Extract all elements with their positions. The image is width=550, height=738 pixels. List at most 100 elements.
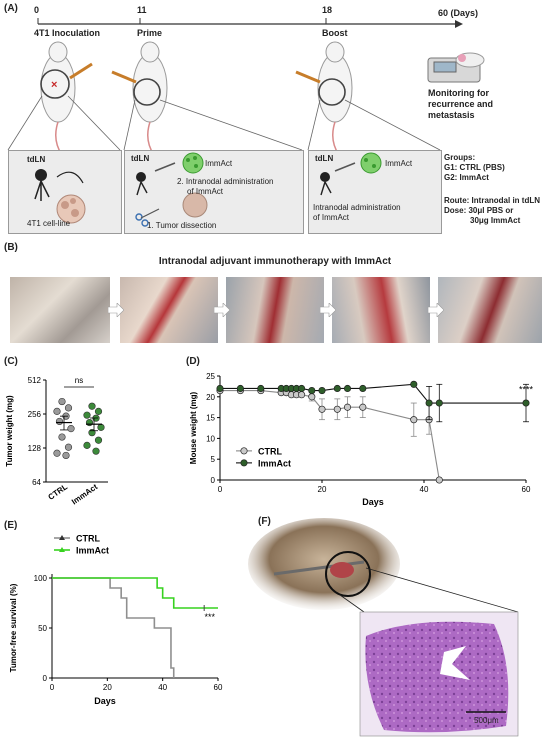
step-arrow-1 <box>108 303 124 317</box>
panel-label-f: (F) <box>258 516 271 527</box>
data-point <box>94 407 103 415</box>
series-line <box>220 390 440 481</box>
surgery-photo-5 <box>438 277 542 343</box>
data-point <box>522 399 530 407</box>
y-tick-label: 25 <box>206 372 215 381</box>
x-tick-label: 40 <box>158 683 167 692</box>
surgery-photo-4 <box>332 277 430 343</box>
data-point <box>410 380 418 388</box>
x-tick-label: CTRL <box>47 482 70 502</box>
data-point <box>343 384 352 393</box>
y-tick-label: 0 <box>211 476 216 485</box>
surgery-photo-2 <box>120 277 218 343</box>
legend-marker <box>240 447 248 455</box>
data-point <box>58 397 66 406</box>
route-dose-info: Route: Intranodal in tdLN Dose: 30μl PBS… <box>444 196 540 225</box>
panel-label-d: (D) <box>186 356 200 367</box>
panel-label-c: (C) <box>4 356 18 367</box>
significance-label: *** <box>204 612 215 622</box>
legend-marker <box>59 535 65 540</box>
data-point <box>308 387 316 395</box>
monitoring-device-illustration <box>427 52 485 83</box>
timeline-arrowhead <box>455 20 463 28</box>
significance-label: **** <box>519 385 534 395</box>
boost-box: tdLN ImmAct Intranodal administration of… <box>308 150 442 234</box>
y-tick-label: 256 <box>28 410 42 419</box>
legend-label: ImmAct <box>76 546 109 556</box>
panel-label-e: (E) <box>4 520 18 531</box>
data-point <box>298 384 306 393</box>
panel-label-a: (A) <box>4 3 18 14</box>
data-point <box>410 416 418 424</box>
svg-text:×: × <box>51 79 57 91</box>
box3-tdln-label: tdLN <box>315 154 334 163</box>
data-point <box>64 404 73 412</box>
groups-info: Groups: G1: CTRL (PBS) G2: ImmAct <box>444 153 505 182</box>
prime-box: tdLN ImmAct 2. Intranodal administration… <box>124 150 304 234</box>
data-point <box>236 384 244 393</box>
data-point <box>359 384 367 393</box>
y-axis-label: Tumor weight (mg) <box>5 395 14 467</box>
box3-desc2-text: of ImmAct <box>313 213 350 222</box>
monitoring-text: Monitoring for recurrence and metastasis <box>428 88 494 120</box>
data-point <box>58 433 66 441</box>
data-point <box>53 407 61 415</box>
scale-bar-label: 500μm <box>474 716 499 725</box>
legend-label: CTRL <box>258 446 282 456</box>
data-point <box>298 391 306 399</box>
x-tick-label: ImmAct <box>70 482 99 506</box>
legend-marker <box>240 459 248 467</box>
data-point <box>257 384 265 393</box>
data-point <box>318 405 326 413</box>
data-point <box>83 411 91 419</box>
box2-step1-text: 1. Tumor dissection <box>147 221 217 230</box>
legend-label: ImmAct <box>258 458 291 468</box>
timeline-diagram: × <box>7 18 485 156</box>
data-point <box>97 423 105 431</box>
legend-marker <box>59 547 65 552</box>
y-tick-label: 20 <box>206 393 215 402</box>
y-tick-label: 50 <box>38 624 47 633</box>
y-tick-label: 64 <box>32 478 41 487</box>
x-axis-label: Days <box>94 696 116 706</box>
x-tick-label: 20 <box>318 485 327 494</box>
day-11: 11 <box>137 5 147 15</box>
data-point <box>67 425 75 433</box>
series-line <box>220 383 526 404</box>
box2-tdln-label: tdLN <box>131 154 150 163</box>
y-axis-label: Tumor-free survival (%) <box>9 583 18 672</box>
survival-curve <box>52 577 175 678</box>
data-point <box>53 449 61 457</box>
mouse-illustration-1: × <box>40 41 93 156</box>
box2-step2-text: 2. Intranodal administration <box>177 177 274 186</box>
step-arrow-3 <box>320 303 336 317</box>
data-point <box>92 447 100 455</box>
y-tick-label: 128 <box>28 444 42 453</box>
magnify-circle <box>325 551 371 597</box>
x-tick-label: 40 <box>420 485 429 494</box>
y-axis-label: Mouse weight (mg) <box>189 391 198 464</box>
data-point <box>216 384 224 393</box>
data-point <box>333 405 341 413</box>
surgery-photo-1 <box>10 277 110 343</box>
box2-step2b-text: of ImmAct <box>187 187 224 196</box>
panel-label-b: (B) <box>4 242 18 253</box>
box2-immact-label: ImmAct <box>205 159 233 168</box>
mouse-tissue-photo <box>248 518 400 610</box>
data-point <box>359 403 367 411</box>
x-tick-label: 20 <box>103 683 112 692</box>
data-point <box>308 393 316 401</box>
data-point <box>94 436 103 444</box>
x-tick-label: 0 <box>218 485 223 494</box>
y-tick-label: 15 <box>206 414 215 423</box>
day-0: 0 <box>34 5 40 15</box>
inoculation-box: tdLN 4T1 cell-line <box>8 150 122 234</box>
box1-cell-line-label: 4T1 cell-line <box>27 219 71 228</box>
data-point <box>55 417 64 426</box>
x-tick-label: 0 <box>50 683 55 692</box>
y-tick-label: 100 <box>34 574 48 583</box>
data-point <box>318 387 326 395</box>
